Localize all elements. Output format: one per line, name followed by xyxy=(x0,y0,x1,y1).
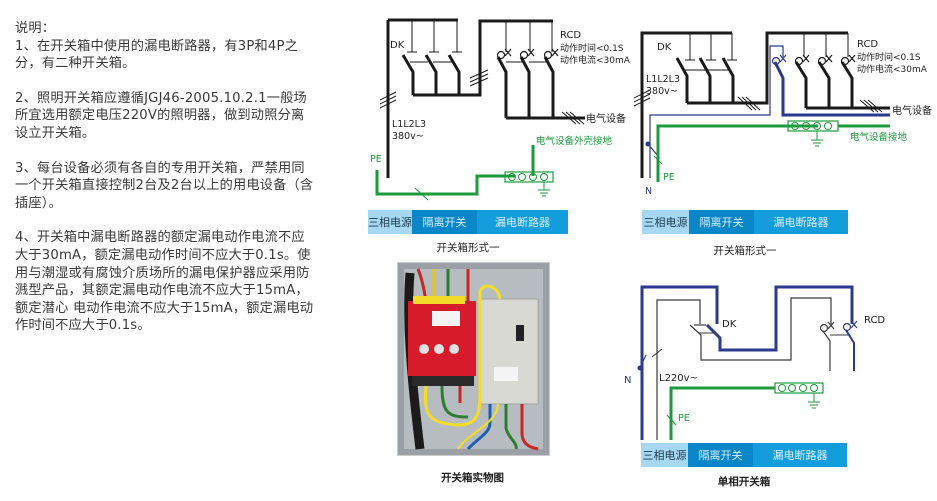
diagram1-dk-label: DK xyxy=(390,40,405,51)
legend-leakage-breaker: 漏电断路器 xyxy=(477,210,568,234)
diagram3-pe-wire xyxy=(666,382,824,440)
legend-three-phase-power: 三相电源 xyxy=(641,443,688,467)
diagram2-n-label: N xyxy=(645,186,652,197)
diagram3-line-wire xyxy=(651,297,848,440)
diagram2-rcd-time: 动作时间<0.1S xyxy=(857,51,921,63)
legend-leakage-breaker: 漏电断路器 xyxy=(754,210,848,234)
diagram1-rcd-current: 动作电流<30mA xyxy=(560,54,630,66)
diagram1-rcd-time: 动作时间<0.1S xyxy=(560,42,624,54)
diagram1-pe-label: PE xyxy=(370,154,382,165)
diagram1-rcd-trip-icons xyxy=(496,48,559,60)
diagram1-voltage-label: 380v~ xyxy=(392,131,424,142)
diagram3-legend-bar: 三相电源 隔离开关 漏电断路器 xyxy=(641,443,847,467)
diagram3-caption: 单相开关箱 xyxy=(717,476,771,488)
diagram2-pe-wire xyxy=(653,120,890,182)
diagram3-voltage-label: L220v~ xyxy=(659,373,698,384)
diagram-single-phase: DK RCD N L220v~ PE xyxy=(624,285,885,440)
diagram1-legend-bar: 三相电源 隔离开关 漏电断路器 xyxy=(368,210,568,234)
diagram-three-phase-3p: DK RCD 动作时间<0.1S 动作电流<30mA L1L2L3 380v~ … xyxy=(370,18,630,201)
notes-panel: 说明： 1、在开关箱中使用的漏电断路器，有3P和4P之分，有二种开关箱。 2、照… xyxy=(15,20,315,352)
legend-isolation-switch: 隔离开关 xyxy=(689,210,754,234)
diagram2-neutral-wire xyxy=(645,45,890,178)
legend-leakage-breaker: 漏电断路器 xyxy=(753,443,847,467)
diagram2-phase-label: L1L2L3 xyxy=(646,74,680,85)
diagram3-rcd-label: RCD xyxy=(864,315,885,326)
note-item-2: 2、照明开关箱应遵循JGJ46-2005.10.2.1一般场所宜选用额定电压22… xyxy=(15,90,307,141)
switchbox-photo-illustration xyxy=(398,263,549,455)
diagram2-black-wires xyxy=(633,31,890,178)
diagram2-equipment-label: 电气设备 xyxy=(892,104,932,117)
diagram2-rcd-label: RCD xyxy=(857,39,878,50)
diagram1-grounding-label: 电气设备外壳接地 xyxy=(536,135,613,147)
diagram2-caption: 开关箱形式一 xyxy=(713,245,777,257)
note-item-1: 1、在开关箱中使用的漏电断路器，有3P和4P之分，有二种开关箱。 xyxy=(15,38,299,72)
switchbox-photo xyxy=(397,262,550,456)
diagram2-pe-label: PE xyxy=(663,172,675,183)
diagram3-dk-label: DK xyxy=(722,319,737,330)
diagram2-legend-bar: 三相电源 隔离开关 漏电断路器 xyxy=(642,210,848,234)
diagram1-rcd-label: RCD xyxy=(560,30,581,41)
notes-title: 说明： xyxy=(15,21,56,36)
legend-isolation-switch: 隔离开关 xyxy=(688,443,753,467)
diagram2-dk-label: DK xyxy=(657,42,672,53)
diagram1-phase-label: L1L2L3 xyxy=(392,119,426,130)
photo-caption: 开关箱实物图 xyxy=(441,472,504,484)
diagram3-pe-label: PE xyxy=(678,413,690,424)
diagram1-equipment-label: 电气设备 xyxy=(586,112,626,125)
diagram3-n-label: N xyxy=(624,375,631,386)
diagram-three-phase-4p: DK RCD 动作时间<0.1S 动作电流<30mA L1L2L3 380v~ … xyxy=(633,31,932,197)
diagram1-pe-wire xyxy=(375,145,554,201)
diagram2-voltage-label: 380v~ xyxy=(646,86,678,97)
legend-three-phase-power: 三相电源 xyxy=(368,210,412,234)
diagram3-neutral-wire xyxy=(637,285,858,440)
note-item-4: 4、开关箱中漏电断路器的额定漏电动作电流不应大于30mA，额定漏电动作时间不应大… xyxy=(15,230,314,334)
diagram2-rcd-current: 动作电流<30mA xyxy=(857,63,928,75)
diagram2-grounding-label: 电气设备接地 xyxy=(850,131,908,143)
note-item-3: 3、每台设备必须有各自的专用开关箱，严禁用同一个开关箱直接控制2台及2台以上的用… xyxy=(15,160,314,211)
legend-isolation-switch: 隔离开关 xyxy=(412,210,477,234)
legend-three-phase-power: 三相电源 xyxy=(642,210,689,234)
diagram2-rcd-trip-icons xyxy=(794,54,856,66)
diagram1-black-wires xyxy=(379,18,585,178)
diagram1-caption: 开关箱形式一 xyxy=(436,242,500,254)
